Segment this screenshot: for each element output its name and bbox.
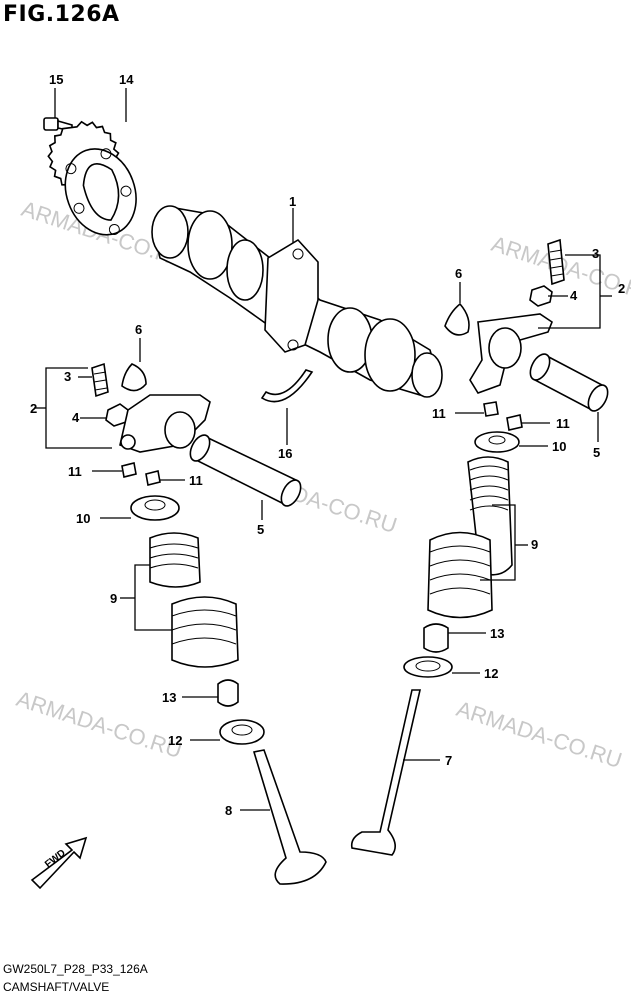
footer-name: CAMSHAFT/VALVE [3, 980, 110, 994]
clip-left-6 [121, 338, 147, 392]
callout-12: 12 [168, 733, 182, 748]
rocker-arm-left-2 [34, 362, 211, 453]
callout-8: 8 [225, 803, 232, 818]
callout-2: 2 [618, 281, 625, 296]
spring-seat-left-12 [190, 719, 265, 745]
callout-15: 15 [49, 72, 63, 87]
callout-14: 14 [119, 72, 134, 87]
valve-springs-left-9 [120, 532, 239, 668]
callout-9: 9 [531, 537, 538, 552]
callout-4: 4 [72, 410, 80, 425]
stem-seal-left-13 [182, 679, 239, 707]
cam-sprocket-14 [47, 88, 137, 236]
cam-retainer-16 [260, 369, 314, 445]
callout-2: 2 [30, 401, 37, 416]
rocker-arm-right-2 [469, 238, 612, 394]
callout-9: 9 [110, 591, 117, 606]
watermark-text: ARMADA-CO.RU [13, 686, 185, 763]
callout-4: 4 [570, 288, 578, 303]
callout-1: 1 [289, 194, 296, 209]
callout-11: 11 [68, 464, 82, 479]
callout-7: 7 [445, 753, 452, 768]
exhaust-valve-7 [350, 689, 440, 856]
callout-6: 6 [455, 266, 462, 281]
callout-11: 11 [556, 416, 570, 431]
callout-5: 5 [257, 522, 264, 537]
callout-labels: 15 14 1 3 4 2 6 6 3 2 4 11 11 10 5 16 11… [30, 72, 625, 818]
callout-6: 6 [135, 322, 142, 337]
callout-13: 13 [490, 626, 504, 641]
watermarks: ARMADA-CO.RU ARMADA-CO.RU ARMADA-CO.RU A… [13, 196, 631, 773]
callout-10: 10 [552, 439, 566, 454]
valve-cotters-left-11 [92, 462, 185, 486]
bolt-15 [43, 88, 73, 132]
callout-3: 3 [64, 369, 71, 384]
rocker-shaft-right-5 [529, 353, 609, 442]
callout-10: 10 [76, 511, 90, 526]
rocker-shaft-left-5 [189, 434, 302, 520]
valve-springs-right-9 [427, 456, 528, 619]
valve-cotters-right-11 [455, 401, 550, 431]
callout-3: 3 [592, 246, 599, 261]
callout-12: 12 [484, 666, 498, 681]
callout-16: 16 [278, 446, 292, 461]
spring-retainer-left-10 [100, 495, 180, 521]
spring-seat-right-12 [403, 656, 480, 678]
camshaft-1 [151, 205, 443, 398]
clip-right-6 [444, 282, 470, 336]
stem-seal-right-13 [423, 623, 486, 653]
callout-11: 11 [189, 473, 203, 488]
callout-13: 13 [162, 690, 176, 705]
spring-retainer-right-10 [474, 431, 548, 453]
forward-arrow-icon: FWD [30, 836, 88, 890]
figure-title: FIG.126A [3, 2, 120, 27]
callout-5: 5 [593, 445, 600, 460]
footer-code: GW250L7_P28_P33_126A [3, 962, 148, 976]
watermark-text: ARMADA-CO.RU [453, 696, 625, 773]
intake-valve-8 [240, 749, 327, 885]
callout-11: 11 [432, 406, 446, 421]
